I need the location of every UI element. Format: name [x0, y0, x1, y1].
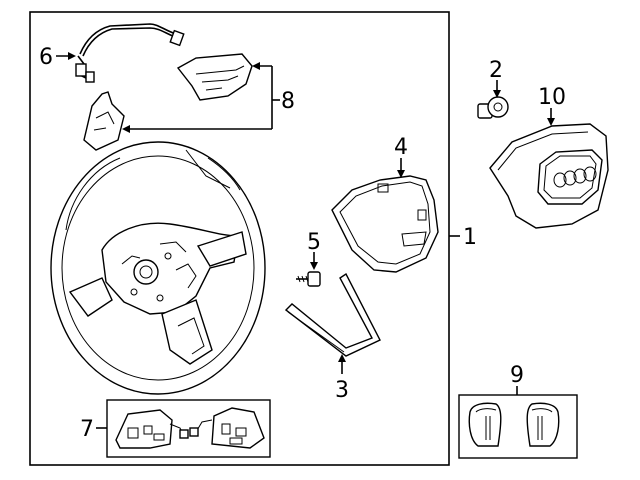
- callout-6: 6: [39, 45, 53, 70]
- switch-cover-lower: [83, 91, 125, 151]
- switch-cover-upper: [176, 53, 253, 101]
- arrowhead-10: [547, 118, 555, 126]
- airbag-module-10: [489, 123, 609, 229]
- paddle-right: [526, 402, 560, 447]
- callout-8: 8: [281, 89, 295, 114]
- bolt-5: [296, 271, 321, 287]
- assembly-frame: [29, 11, 450, 466]
- arrowhead-8-top: [252, 62, 260, 70]
- arrowhead-8-bot: [122, 125, 130, 133]
- screw-2: [477, 96, 509, 119]
- switch-left: [115, 409, 189, 449]
- arrowhead-2: [493, 90, 501, 98]
- arrowhead-5: [310, 262, 318, 270]
- callout-5: 5: [307, 230, 321, 255]
- arrowhead-4: [397, 170, 405, 178]
- trim-cover-4: [331, 175, 439, 273]
- wiring-harness-6: [75, 23, 185, 83]
- callout-7: 7: [80, 417, 94, 442]
- arrowhead-6: [68, 52, 76, 60]
- trim-strip-3: [284, 272, 381, 357]
- callout-10: 10: [538, 85, 566, 110]
- paddle-left: [468, 402, 502, 447]
- callout-4: 4: [394, 135, 408, 160]
- paddle-box: [458, 394, 578, 459]
- callout-3: 3: [335, 378, 349, 403]
- arrowhead-3: [338, 354, 346, 362]
- callout-1: 1: [463, 225, 477, 250]
- callout-9: 9: [510, 363, 524, 388]
- callout-2: 2: [489, 58, 503, 83]
- switch-right: [189, 407, 265, 449]
- steering-wheel: [50, 141, 266, 395]
